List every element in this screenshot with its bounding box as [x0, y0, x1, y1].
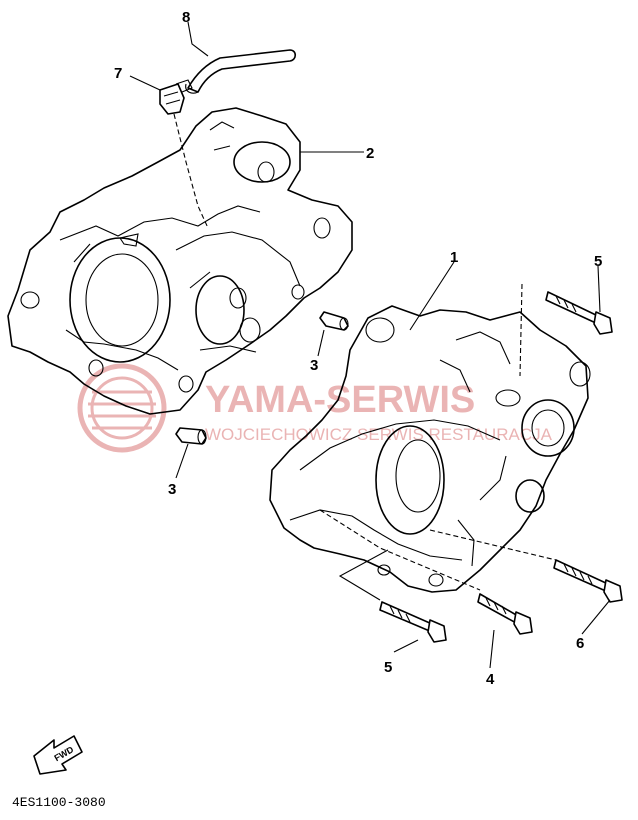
part-6-bolt	[553, 559, 623, 603]
leader-3-lower	[175, 443, 189, 479]
watermark-title: YAMA-SERWIS	[205, 379, 475, 421]
part-2-crankcase-left	[7, 107, 353, 415]
leader-7-axis	[173, 113, 209, 229]
leader-5-upper	[597, 265, 601, 313]
callout-3-upper: 3	[310, 357, 318, 374]
leader-4	[489, 629, 495, 669]
part-8-hose	[185, 49, 297, 94]
part-7-fitting	[159, 79, 193, 115]
part-5-bolt-lower	[379, 601, 447, 643]
callout-3-lower: 3	[168, 481, 176, 498]
callout-6: 6	[576, 635, 584, 652]
leader-5-lower	[393, 639, 419, 653]
part-1-crankcase-right	[269, 305, 591, 593]
part-3-dowel-upper	[319, 311, 349, 331]
fwd-arrow: FWD	[33, 735, 83, 775]
diagram-code: 4ES1100-3080	[12, 795, 106, 810]
part-4-bolt	[477, 593, 533, 635]
axis-6	[429, 529, 557, 561]
axis-5-upper	[519, 283, 523, 377]
leader-1	[409, 261, 455, 331]
part-3-dowel-lower	[175, 427, 207, 445]
callout-7: 7	[114, 65, 122, 82]
watermark: YAMA-SERWIS WOJCIECHOWICZ SERWIS RESTAUR…	[77, 363, 553, 453]
callout-4: 4	[486, 671, 495, 688]
leader-lines	[129, 21, 611, 669]
watermark-logo	[77, 363, 167, 453]
callout-2: 2	[366, 145, 374, 162]
part-5-bolt-upper	[545, 291, 613, 335]
watermark-subtitle: WOJCIECHOWICZ SERWIS RESTAURACJA	[205, 425, 553, 444]
callout-8: 8	[182, 9, 190, 26]
callout-1: 1	[450, 249, 458, 266]
axis-5-lower	[338, 549, 389, 601]
callout-5-lower: 5	[384, 659, 392, 676]
leader-6	[581, 599, 611, 635]
leader-3-upper	[317, 329, 325, 357]
leader-8	[187, 21, 209, 57]
leader-7	[129, 75, 161, 91]
callout-5-upper: 5	[594, 253, 602, 270]
callouts: 8 7 2 1 5 3 3 6 5 4	[114, 9, 602, 688]
